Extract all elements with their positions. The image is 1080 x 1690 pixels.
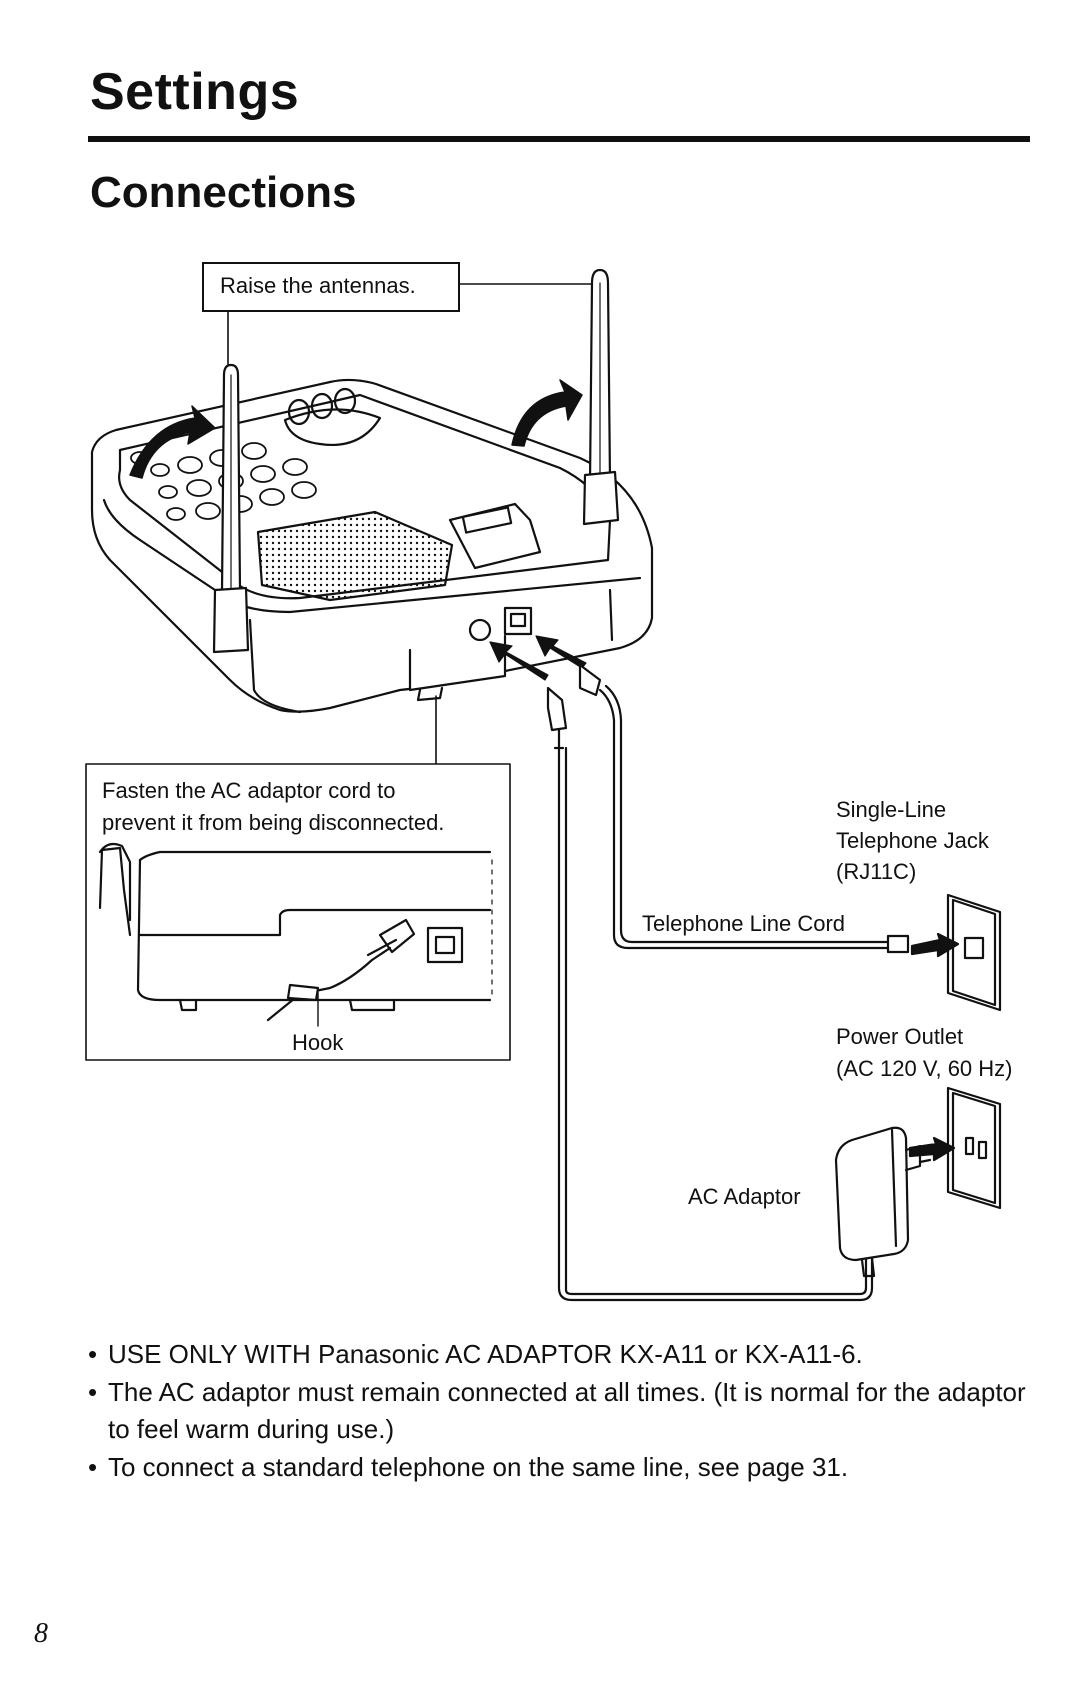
outlet-label-line2: (AC 120 V, 60 Hz): [836, 1056, 1013, 1081]
outlet-label-line1: Power Outlet: [836, 1024, 964, 1049]
antenna-left: [212, 363, 250, 654]
ac-adaptor-body: [834, 1126, 932, 1278]
telephone-jack-plate: [910, 893, 1002, 1012]
ac-adaptor-cord: [546, 686, 874, 1302]
title-rule: [88, 136, 1030, 142]
fasten-inset: [85, 695, 511, 1061]
note-item: USE ONLY WITH Panasonic AC ADAPTOR KX-A1…: [86, 1336, 1046, 1373]
jack-label-line1: Single-Line: [836, 797, 947, 822]
antenna-right: [582, 268, 620, 526]
antenna-callout-leaders: [227, 283, 599, 373]
raise-arrows: [129, 379, 583, 479]
connection-diagram: [85, 268, 1002, 1302]
line-cord-label: Telephone Line Cord: [642, 911, 846, 936]
plug-arrows: [489, 635, 587, 681]
subsection-title: Connections: [90, 168, 357, 217]
power-outlet-plate: [908, 1086, 1002, 1210]
fasten-callout-line2: prevent it from being disconnected.: [102, 810, 445, 835]
ac-adaptor-label: AC Adaptor: [688, 1184, 801, 1209]
section-title: Settings: [90, 63, 300, 121]
notes-list: USE ONLY WITH Panasonic AC ADAPTOR KX-A1…: [86, 1336, 1046, 1487]
antenna-callout: Raise the antennas.: [202, 262, 460, 312]
antenna-callout-text: Raise the antennas.: [220, 273, 416, 298]
jack-label-line3: (RJ11C): [836, 859, 917, 884]
hook-label: Hook: [292, 1030, 344, 1055]
fasten-callout-line1: Fasten the AC adaptor cord to: [102, 778, 396, 803]
page-number: 8: [34, 1618, 48, 1649]
jack-label-line2: Telephone Jack: [836, 828, 989, 853]
note-item: The AC adaptor must remain connected at …: [86, 1374, 1046, 1448]
telephone-line-cord: [578, 663, 910, 954]
note-item: To connect a standard telephone on the s…: [86, 1449, 1046, 1486]
